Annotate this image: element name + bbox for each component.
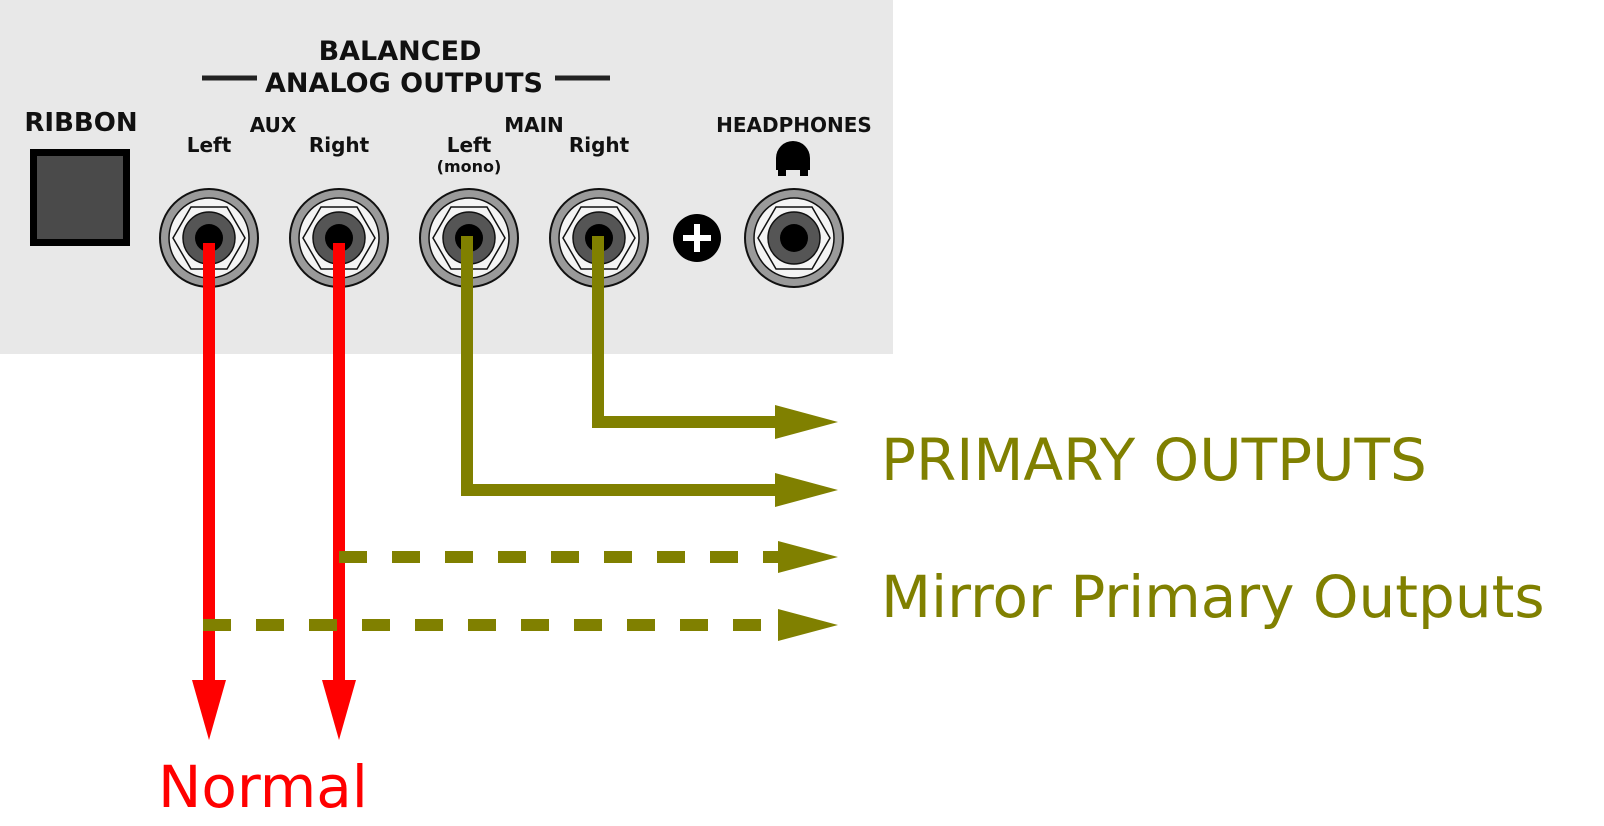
ribbon-label: RIBBON bbox=[24, 108, 137, 138]
aux-label: AUX bbox=[250, 113, 297, 137]
panel-title-line2: ANALOG OUTPUTS bbox=[265, 68, 543, 99]
primary-route-main-right bbox=[592, 236, 838, 439]
aux-left-label: Left bbox=[187, 133, 232, 157]
primary-route-main-left bbox=[461, 236, 838, 507]
main-right-label: Right bbox=[569, 133, 630, 157]
mirror-route-aux-left bbox=[203, 609, 838, 641]
main-left-sublabel: (mono) bbox=[437, 157, 502, 176]
ribbon-connector[interactable] bbox=[30, 149, 130, 246]
normal-route-aux-left bbox=[192, 243, 226, 740]
mirror-route-aux-right bbox=[339, 541, 838, 573]
headphones-jack[interactable] bbox=[744, 188, 844, 288]
mirror-primary-outputs-label: Mirror Primary Outputs bbox=[881, 563, 1545, 631]
plus-icon bbox=[673, 214, 721, 262]
main-label: MAIN bbox=[504, 113, 564, 137]
headphones-label: HEADPHONES bbox=[716, 113, 872, 137]
panel-title-line1: BALANCED bbox=[319, 36, 482, 67]
normal-label: Normal bbox=[158, 753, 368, 821]
device-panel bbox=[0, 0, 893, 354]
headphones-icon bbox=[776, 141, 810, 176]
normal-route-aux-right bbox=[322, 243, 356, 740]
primary-outputs-label: PRIMARY OUTPUTS bbox=[881, 426, 1427, 494]
main-left-label: Left bbox=[447, 133, 492, 157]
aux-right-label: Right bbox=[309, 133, 370, 157]
